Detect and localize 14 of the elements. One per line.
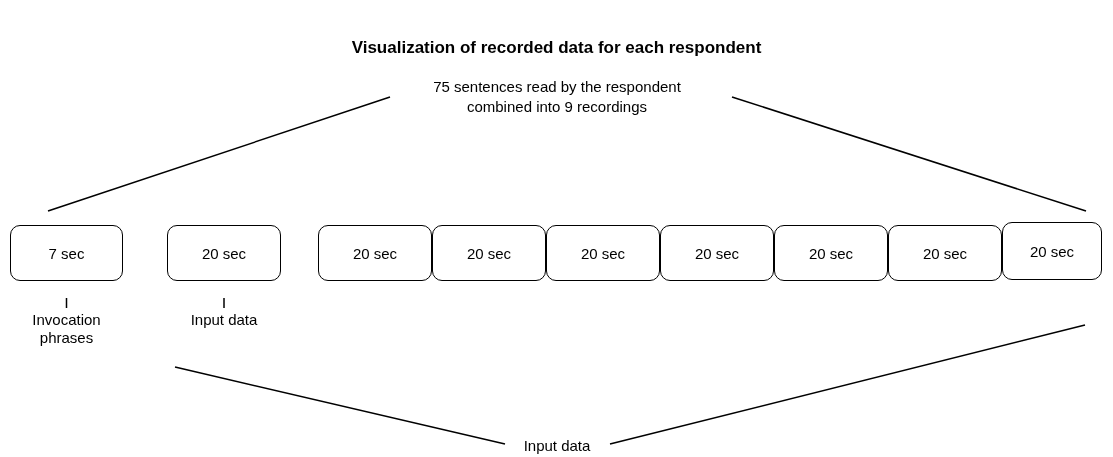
duration-box: 20 sec [774, 225, 888, 281]
duration-box: 20 sec [1002, 222, 1102, 280]
duration-box: 20 sec [660, 225, 774, 281]
node-label: Input data [189, 311, 259, 329]
annotation-text: 75 sentences read by the respondent combined into 9 recordings [432, 77, 682, 117]
duration-box: 20 sec [167, 225, 281, 281]
duration-box: 20 sec [546, 225, 660, 281]
duration-box: 20 sec [888, 225, 1002, 281]
duration-box: 7 sec [10, 225, 123, 281]
duration-box: 20 sec [432, 225, 546, 281]
node-label: Invocation phrases [31, 311, 102, 347]
title: Visualization of recorded data for each respondent [350, 38, 763, 58]
annotation-text: Input data [522, 436, 592, 456]
duration-box: 20 sec [318, 225, 432, 281]
